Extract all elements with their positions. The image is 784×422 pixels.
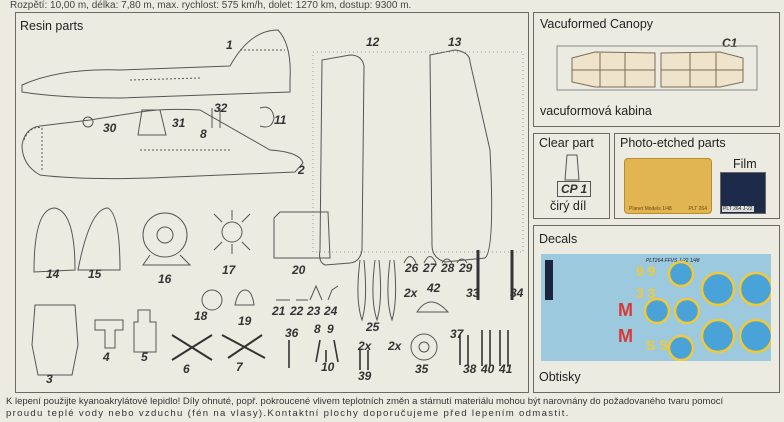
part-label: 2x (404, 286, 418, 300)
clear-part-subtitle: čirý díl (550, 199, 587, 213)
part-label: 24 (324, 304, 338, 318)
part-label: 40 (481, 362, 495, 376)
part-label: 38 (463, 362, 477, 376)
part-label: 16 (158, 272, 172, 286)
fuselage-part-1 (21, 29, 291, 99)
part-label: 25 (366, 320, 380, 334)
part-label: 9 (327, 322, 334, 336)
part-label: 14 (46, 267, 60, 281)
clear-part-title: Clear part (539, 136, 594, 150)
part-label: 33 (466, 286, 480, 300)
decals-subtitle: Obtisky (539, 370, 581, 384)
part-label: 15 (88, 267, 102, 281)
pe-maker-text: Planet Models 1/48 (629, 206, 672, 212)
decal-artwork: 9 9 3 3 S S MM (545, 260, 771, 361)
vacuformed-canopy-panel (533, 12, 780, 127)
part-label: 28 (441, 261, 455, 275)
part-label: 29 (459, 261, 473, 275)
small-parts (31, 106, 514, 376)
photo-etched-title: Photo-etched parts (620, 136, 726, 150)
part-label: 8 (200, 127, 207, 141)
footer-note-line-1: K lepení použijte kyanoakrylátové lepidl… (6, 396, 724, 407)
part-label: 19 (238, 314, 252, 328)
part-label: 39 (358, 369, 372, 383)
photo-etched-panel (614, 133, 780, 219)
part-label: 27 (423, 261, 437, 275)
vacuformed-canopy-subtitle: vacuformová kabina (540, 104, 652, 118)
part-label: 42 (427, 281, 441, 295)
part-label: 22 (290, 304, 304, 318)
decal-header: PLT264 FFVS J-22 1/48 (646, 258, 700, 264)
resin-parts-panel (15, 12, 529, 393)
svg-text:9 9: 9 9 (636, 263, 656, 279)
wing-parts (312, 49, 524, 266)
svg-text:S S: S S (646, 337, 669, 353)
part-label: 2 (298, 163, 305, 177)
decals-title: Decals (539, 232, 578, 246)
part-label: 30 (103, 121, 117, 135)
clear-part-label: CP 1 (557, 181, 592, 197)
part-label: 3 (46, 372, 53, 386)
part-label: 7 (236, 360, 243, 374)
svg-text:M: M (618, 326, 633, 346)
aircraft-specs: Rozpětí: 10,00 m, délka: 7,80 m, max. ry… (10, 0, 412, 11)
part-label: 32 (214, 101, 228, 115)
fuselage-part-2 (21, 108, 304, 180)
part-label: 20 (292, 263, 306, 277)
photo-etched-fret: Planet Models 1/48 PLT 264 (624, 158, 712, 214)
part-label: 2x (388, 339, 402, 353)
part-label: 35 (415, 362, 429, 376)
part-label: 2x (358, 339, 372, 353)
svg-text:M: M (618, 300, 633, 320)
part-label: 4 (103, 350, 110, 364)
part-label: 12 (366, 35, 380, 49)
decals-panel (533, 225, 780, 393)
footer-note-line-2: proudu teplé vody nebo vzduchu (fén na v… (6, 408, 570, 419)
part-label: 18 (194, 309, 208, 323)
film-sheet: PLT 264 J-22 (720, 172, 766, 214)
part-label: 26 (405, 261, 419, 275)
part-label: 21 (272, 304, 286, 318)
vacuformed-canopy-title: Vacuformed Canopy (540, 17, 654, 31)
part-label: 31 (172, 116, 186, 130)
film-title: Film (733, 157, 757, 171)
part-label: 10 (321, 360, 335, 374)
part-label: 41 (499, 362, 513, 376)
part-label: 11 (274, 113, 287, 127)
part-label: 8 (314, 322, 321, 336)
clear-part-panel (533, 133, 610, 219)
part-label: 36 (285, 326, 299, 340)
film-code-text: PLT 264 J-22 (722, 206, 754, 212)
svg-text:3 3: 3 3 (636, 285, 656, 301)
part-label: 6 (183, 362, 190, 376)
part-label: 1 (226, 38, 233, 52)
resin-parts-title: Resin parts (20, 19, 84, 33)
part-label: 37 (450, 327, 464, 341)
pe-code-text: PLT 264 (688, 206, 707, 212)
part-label: 5 (141, 350, 148, 364)
part-label: 17 (222, 263, 236, 277)
part-label: 23 (307, 304, 321, 318)
part-label: 13 (448, 35, 462, 49)
part-label: 34 (510, 286, 524, 300)
